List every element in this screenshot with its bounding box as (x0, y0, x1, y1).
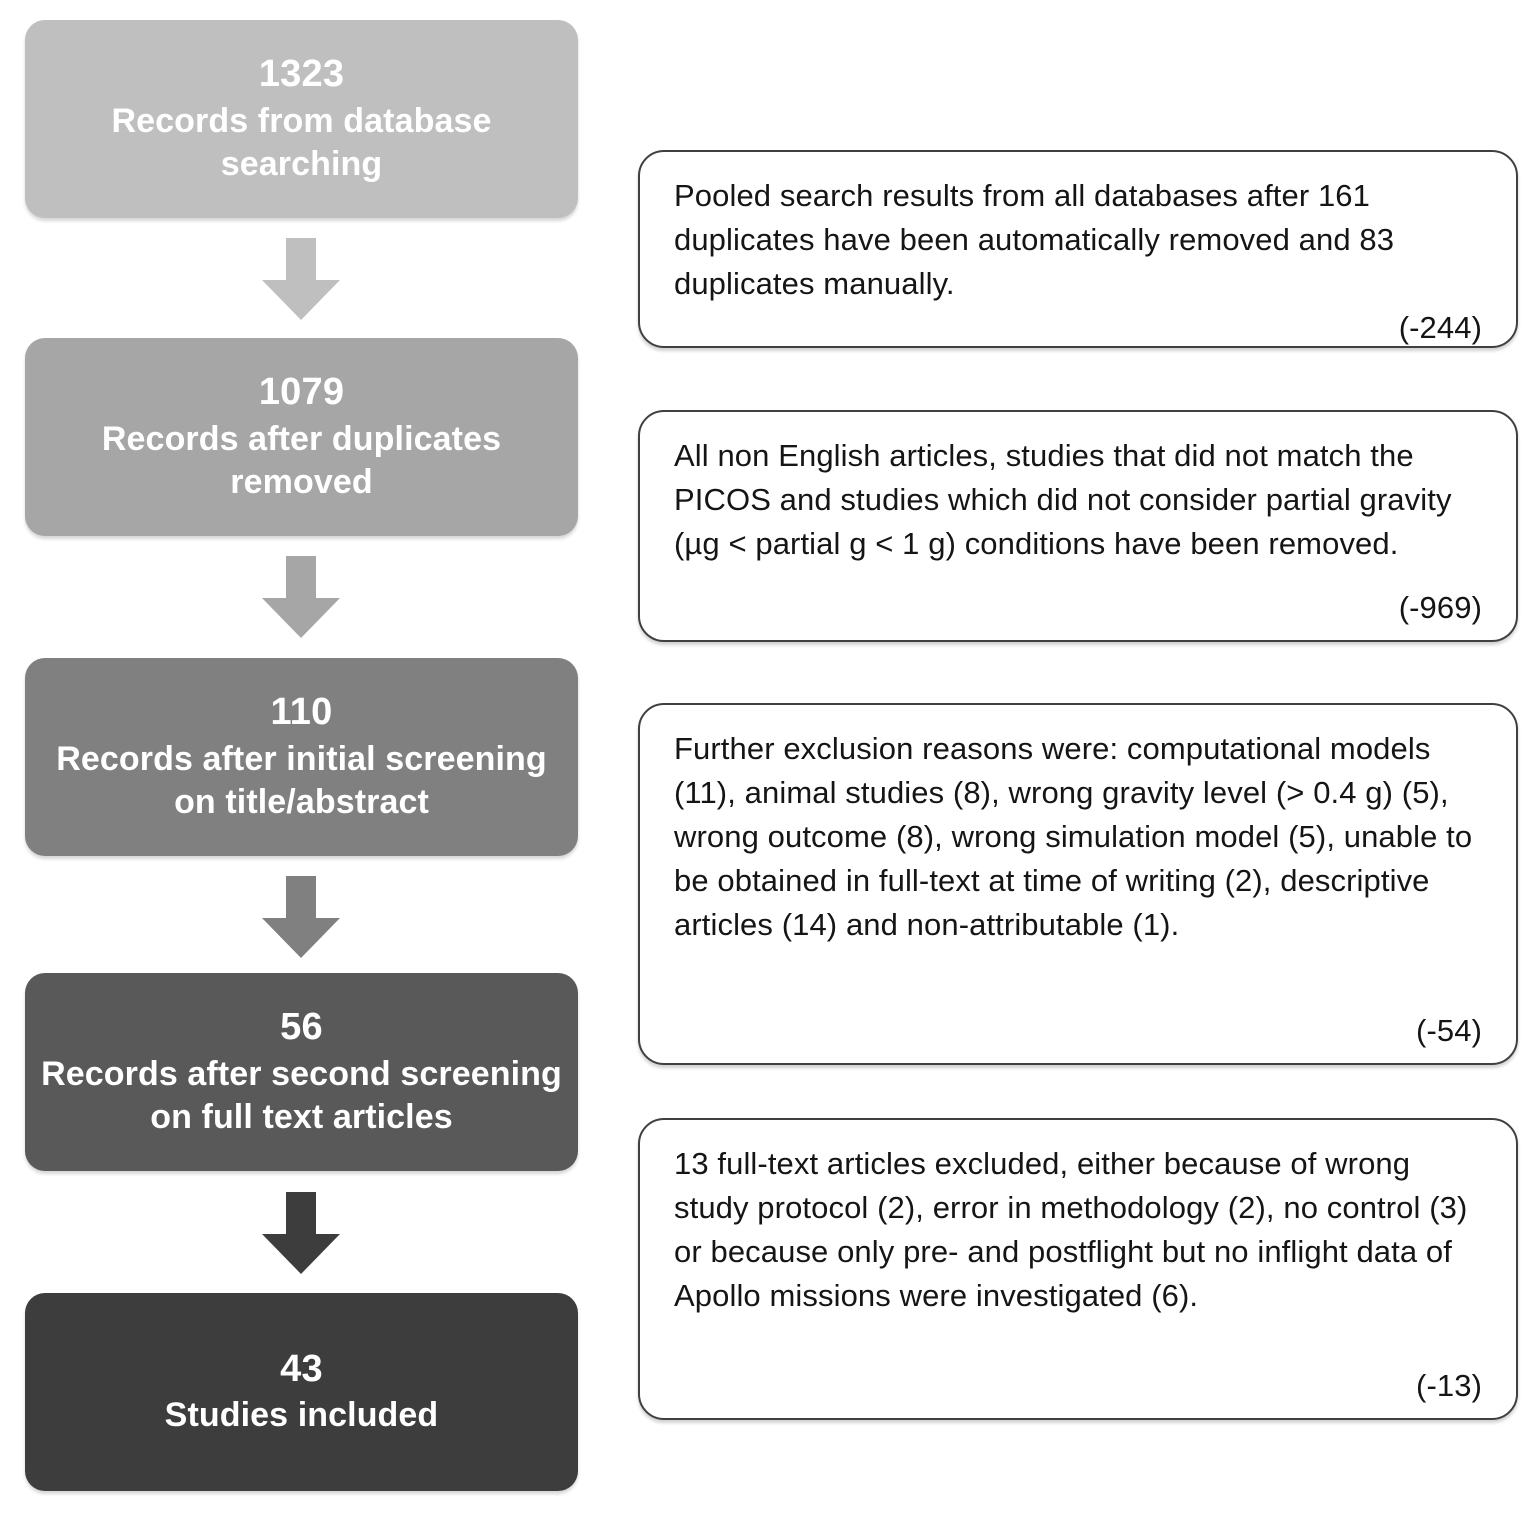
flow-box-count: 56 (280, 1006, 323, 1049)
flow-box-records-from-database-searching: 1323 Records from database searching (25, 20, 578, 218)
note-excluded-count: (-969) (1398, 590, 1482, 625)
flow-box-label: Records after duplicates removed (101, 419, 502, 502)
note-box-duplicates: Pooled search results from all databases… (638, 150, 1518, 348)
note-text: All non English articles, studies that d… (674, 438, 1452, 562)
note-excluded-count: (-54) (1416, 1013, 1482, 1048)
note-text: 13 full-text articles excluded, either b… (674, 1146, 1468, 1314)
arrow-down-4 (262, 1192, 340, 1274)
arrow-down-2 (262, 556, 340, 638)
note-box-fulltext-exclusions: 13 full-text articles excluded, either b… (638, 1118, 1518, 1420)
flow-box-records-after-second-screening: 56 Records after second screening on ful… (25, 973, 578, 1171)
flow-box-count: 43 (280, 1348, 323, 1391)
note-box-screening-exclusions: All non English articles, studies that d… (638, 410, 1518, 642)
flow-box-label: Studies included (164, 1396, 439, 1435)
flow-box-label: Records from database searching (111, 101, 492, 184)
arrow-down-3 (262, 876, 340, 958)
flow-box-records-after-initial-screening: 110 Records after initial screening on t… (25, 658, 578, 856)
flow-box-records-after-duplicates-removed: 1079 Records after duplicates removed (25, 338, 578, 536)
note-text: Pooled search results from all databases… (674, 178, 1395, 302)
flow-box-label: Records after second screening on full t… (41, 1054, 562, 1137)
note-text: Further exclusion reasons were: computat… (674, 731, 1473, 943)
note-box-further-exclusions: Further exclusion reasons were: computat… (638, 703, 1518, 1065)
flow-box-count: 1323 (258, 53, 345, 96)
flow-box-label: Records after initial screening on title… (56, 739, 547, 822)
flow-box-count: 1079 (258, 371, 345, 414)
flow-box-count: 110 (270, 691, 333, 734)
note-excluded-count: (-13) (1416, 1368, 1482, 1403)
flow-box-studies-included: 43 Studies included (25, 1293, 578, 1491)
arrow-down-1 (262, 238, 340, 320)
note-excluded-count: (-244) (1398, 310, 1482, 346)
